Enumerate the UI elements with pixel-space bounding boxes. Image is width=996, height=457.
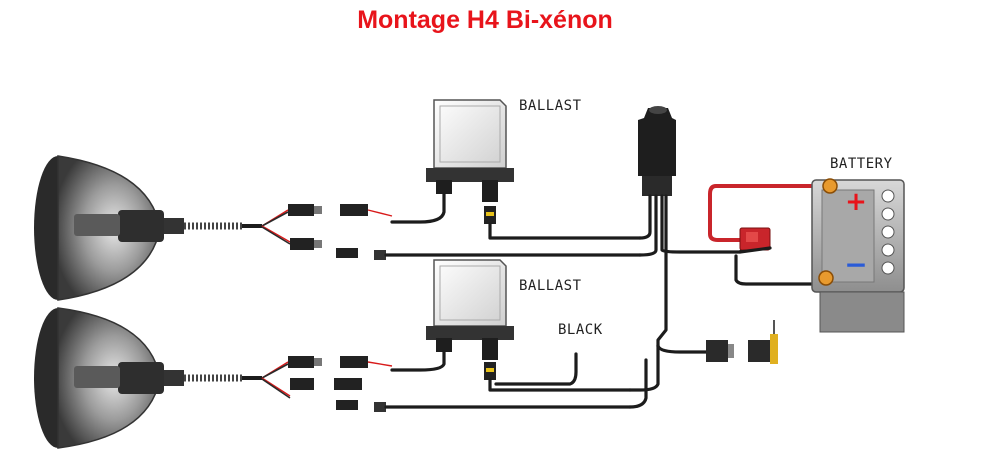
positive-terminal-label: + [845,187,867,217]
ballast-bottom [390,259,632,392]
top-lamp-connectors [261,204,642,260]
fuse-plug [708,184,830,286]
diagram-title: Montage H4 Bi-xénon [357,6,613,34]
ballast-top [390,99,642,240]
bottom-lamp-connectors [261,356,632,412]
battery: + − [811,178,905,333]
battery-label: BATTERY [830,156,893,172]
black-wire-label: BLACK [558,322,603,338]
headlamp-top [34,155,262,301]
headlamp-bottom [34,307,262,449]
ballast-bottom-label: BALLAST [519,278,582,294]
relay-module [628,106,750,409]
ballast-top-label: BALLAST [519,98,582,114]
h4-connector [706,320,778,364]
negative-terminal-label: − [844,248,867,281]
